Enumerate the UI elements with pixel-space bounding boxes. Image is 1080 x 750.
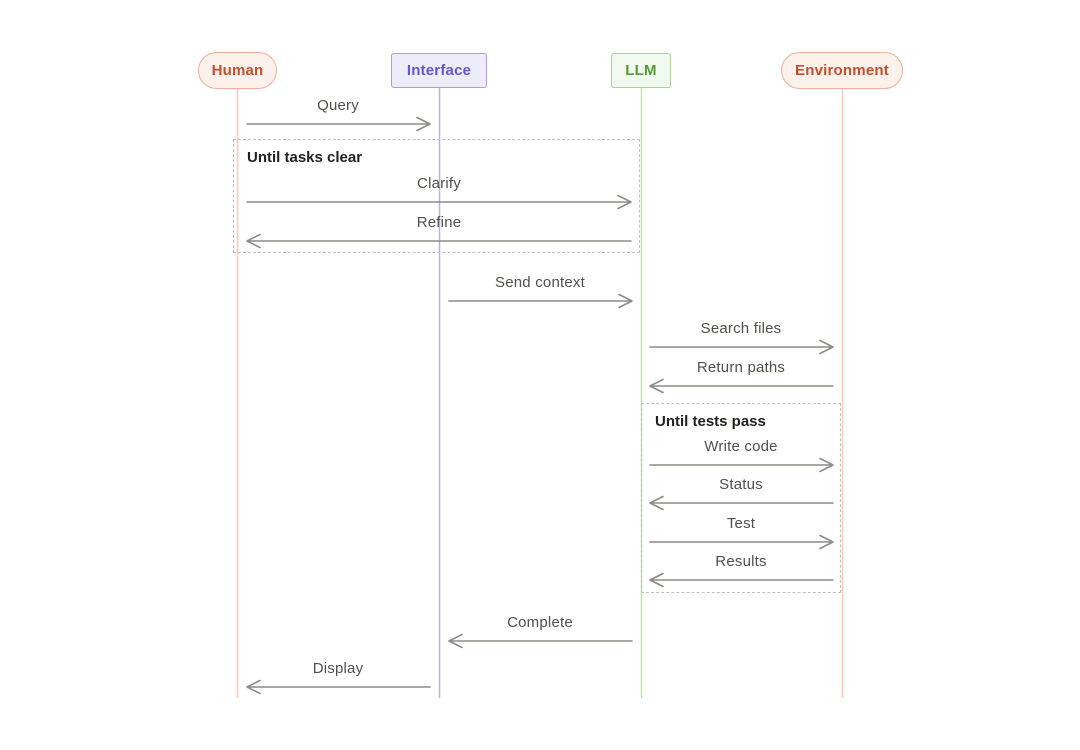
arrow-head-right-icon <box>416 116 431 132</box>
arrow-write-code <box>649 457 834 473</box>
message-label-complete: Complete <box>507 614 573 631</box>
arrow-head-right-icon <box>819 534 834 550</box>
message-label-query: Query <box>317 97 359 114</box>
arrow-results <box>649 572 834 588</box>
arrow-head-left-icon <box>246 233 261 249</box>
message-label-clarify: Clarify <box>417 175 461 192</box>
actor-interface: Interface <box>391 53 487 88</box>
actor-label: Environment <box>795 62 889 79</box>
message-label-display: Display <box>312 660 364 677</box>
loop-until-tests-pass: Until tests pass <box>641 403 841 593</box>
arrow-search-files <box>649 339 834 355</box>
arrow-head-right-icon <box>618 293 633 309</box>
loop-title: Until tests pass <box>655 413 766 430</box>
actor-label: Human <box>211 62 264 79</box>
message-label-return-paths: Return paths <box>696 359 786 376</box>
message-label-search-files: Search files <box>700 320 782 337</box>
arrow-return-paths <box>649 378 834 394</box>
arrow-complete <box>448 633 633 649</box>
arrow-refine <box>246 233 632 249</box>
arrow-test <box>649 534 834 550</box>
actor-label: LLM <box>625 62 657 79</box>
actor-llm: LLM <box>611 53 671 88</box>
actor-environment: Environment <box>781 52 903 89</box>
arrow-head-left-icon <box>649 495 664 511</box>
message-label-send-context: Send context <box>495 274 585 291</box>
message-label-status: Status <box>719 476 763 493</box>
arrow-head-left-icon <box>649 378 664 394</box>
arrow-clarify <box>246 194 632 210</box>
loop-title: Until tasks clear <box>247 149 363 166</box>
loop-until-tasks-clear: Until tasks clear <box>233 139 640 253</box>
arrow-head-left-icon <box>649 572 664 588</box>
arrow-head-left-icon <box>448 633 463 649</box>
arrow-head-left-icon <box>246 679 261 695</box>
lifelines <box>236 88 844 698</box>
actor-human: Human <box>198 52 277 89</box>
arrow-head-right-icon <box>617 194 632 210</box>
arrow-head-right-icon <box>819 339 834 355</box>
arrow-head-right-icon <box>819 457 834 473</box>
message-label-results: Results <box>715 553 767 570</box>
message-label-write-code: Write code <box>704 438 778 455</box>
message-label-test: Test <box>726 515 756 532</box>
message-label-refine: Refine <box>416 214 462 231</box>
arrow-send-context <box>448 293 633 309</box>
arrow-status <box>649 495 834 511</box>
arrow-display <box>246 679 431 695</box>
arrow-query <box>246 116 431 132</box>
actor-label: Interface <box>406 62 472 79</box>
